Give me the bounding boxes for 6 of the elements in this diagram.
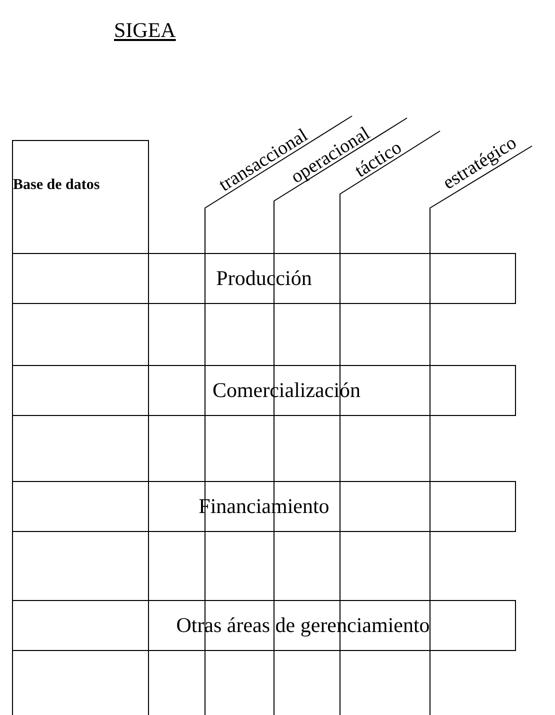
database-column <box>12 140 149 715</box>
column-heading: Base de datos <box>13 177 100 194</box>
row-band <box>12 253 516 304</box>
row-band <box>12 365 516 416</box>
diagram-title: SIGEA <box>114 18 176 43</box>
row-band <box>12 481 516 532</box>
